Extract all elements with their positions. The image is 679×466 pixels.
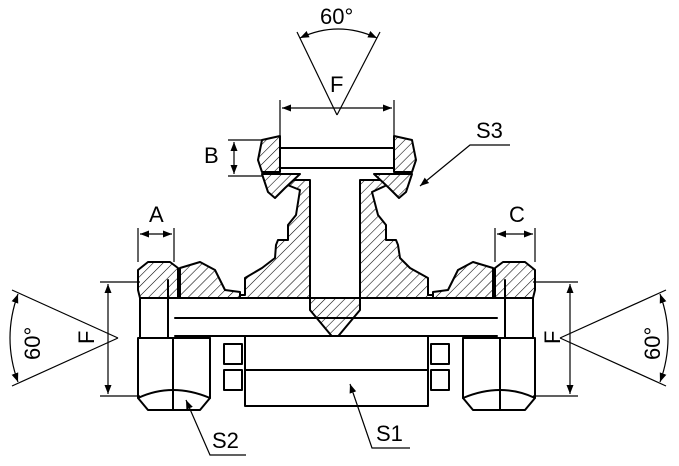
top-nut-lower <box>261 173 301 199</box>
flat-feature <box>223 369 243 391</box>
top-nut-lower <box>373 173 413 199</box>
leader-s3 <box>419 144 510 187</box>
main-run-section <box>174 179 498 341</box>
dimension-label-f-left: F <box>74 331 99 344</box>
dimension-label-a: A <box>149 202 164 227</box>
dimension-label-f-top: F <box>330 72 343 97</box>
part-label-s1: S1 <box>376 421 403 446</box>
part-label-s2: S2 <box>212 428 239 453</box>
dimension-label-b: B <box>204 143 219 168</box>
dimension-a: A <box>137 202 175 262</box>
dimension-label-c: C <box>509 202 525 227</box>
cone-line <box>11 289 119 339</box>
leader-s2 <box>185 399 246 456</box>
angle-arc <box>659 293 669 383</box>
hex-edge <box>462 389 536 399</box>
flat-feature <box>430 369 450 391</box>
leader-s1 <box>349 383 410 449</box>
dimension-c: C <box>494 202 536 262</box>
cone-line <box>11 337 119 387</box>
cone-line <box>559 289 667 339</box>
angle-label-top: 60° <box>320 4 353 29</box>
left-nut-section <box>179 261 241 299</box>
left-swivel-nut <box>137 261 241 411</box>
top-nut-section <box>257 135 281 173</box>
right-nut-section <box>494 261 536 299</box>
cone-line <box>296 31 338 116</box>
hex-edge <box>137 389 211 399</box>
flat-feature <box>223 343 243 365</box>
main-body <box>174 179 498 407</box>
angle-label-left: 60° <box>20 327 45 360</box>
dimension-label-f-right: F <box>540 331 565 344</box>
part-label-s3: S3 <box>476 118 503 143</box>
top-swivel-nut <box>257 135 417 199</box>
part-callouts: S3 S2 S1 <box>185 118 510 456</box>
top-nut-section <box>393 135 417 173</box>
angle-arc <box>9 293 19 383</box>
flat-feature <box>430 343 450 365</box>
angle-label-right: 60° <box>640 327 665 360</box>
top-dimensions: 60° F <box>279 4 395 136</box>
dimension-b: B <box>204 139 262 177</box>
angle-arc <box>299 28 378 39</box>
right-swivel-nut <box>432 261 536 411</box>
right-dimensions: 60° F <box>533 281 669 397</box>
cone-line <box>336 31 381 116</box>
left-nut-section <box>137 261 179 299</box>
cone-line <box>559 337 667 387</box>
left-dimensions: 60° F <box>9 281 140 397</box>
right-nut-section <box>432 261 494 299</box>
